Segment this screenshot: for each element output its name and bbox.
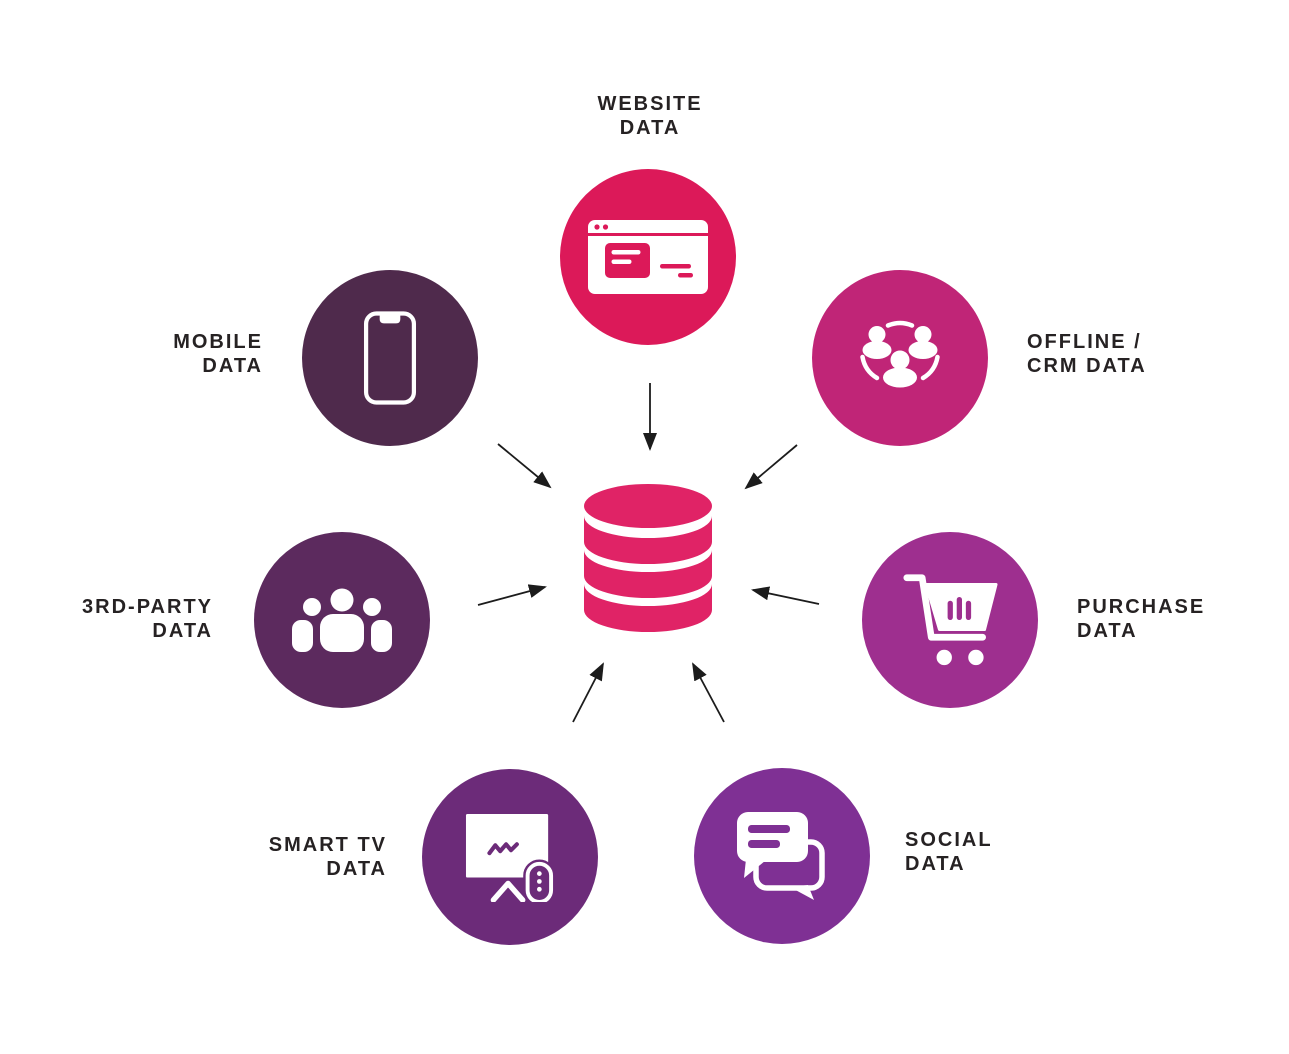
arrow-purchase-to-db xyxy=(751,586,820,605)
website-data-circle xyxy=(560,169,736,345)
smartphone-icon xyxy=(363,311,417,405)
label-line: SMART TV xyxy=(268,834,387,856)
label-line: WEBSITE xyxy=(597,93,703,115)
label-line: DATA xyxy=(905,853,966,875)
node-purchase xyxy=(862,532,1038,708)
smart-tv-circle xyxy=(422,769,598,945)
label-social-data: SOCIAL DATA xyxy=(905,828,993,876)
label-line: OFFLINE / xyxy=(1027,331,1142,353)
smart-tv-icon xyxy=(465,813,556,902)
node-offline-crm xyxy=(812,270,988,446)
label-line: CRM DATA xyxy=(1027,355,1147,377)
purchase-data-circle xyxy=(862,532,1038,708)
browser-window-icon xyxy=(588,220,708,294)
label-purchase-data: PURCHASE DATA xyxy=(1077,595,1205,643)
social-data-circle xyxy=(694,768,870,944)
node-website xyxy=(560,169,736,345)
node-smart-tv xyxy=(422,769,598,945)
label-line: 3RD-PARTY xyxy=(82,596,213,618)
arrow-3rdparty-to-db xyxy=(477,584,547,606)
arrow-social-to-db xyxy=(692,662,725,723)
third-party-circle xyxy=(254,532,430,708)
offline-crm-circle xyxy=(812,270,988,446)
label-mobile-data: MOBILE DATA xyxy=(173,330,263,378)
node-social xyxy=(694,768,870,944)
label-line: DATA xyxy=(326,858,387,880)
label-offline-crm-data: OFFLINE / CRM DATA xyxy=(1027,330,1147,378)
chat-bubbles-icon xyxy=(737,812,825,900)
node-mobile xyxy=(302,270,478,446)
label-line: DATA xyxy=(1077,620,1138,642)
people-group-icon xyxy=(292,588,392,652)
arrow-crm-to-db xyxy=(744,444,798,490)
shopping-cart-icon xyxy=(903,574,998,666)
people-network-icon xyxy=(860,320,940,388)
label-line: DATA xyxy=(152,620,213,642)
label-line: MOBILE xyxy=(173,331,263,353)
label-smart-tv-data: SMART TV DATA xyxy=(269,833,387,881)
label-website-data: WEBSITE DATA xyxy=(450,92,850,140)
node-3rd-party xyxy=(254,532,430,708)
label-line: DATA xyxy=(619,117,681,139)
label-line: PURCHASE xyxy=(1077,596,1206,618)
arrow-mobile-to-db xyxy=(497,443,552,489)
label-3rd-party-data: 3RD-PARTY DATA xyxy=(82,595,213,643)
arrow-smarttv-to-db xyxy=(572,662,604,723)
database-cylinder-icon xyxy=(584,484,712,632)
database-icon xyxy=(583,484,713,639)
label-line: DATA xyxy=(202,355,263,377)
mobile-data-circle xyxy=(302,270,478,446)
label-line: SOCIAL xyxy=(905,829,993,851)
